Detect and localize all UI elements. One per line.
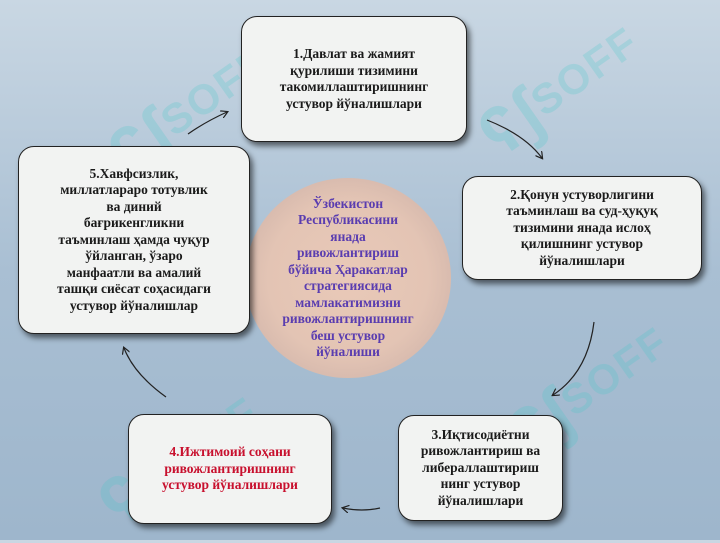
priority-box-2: 2.Қонун устуворлигини таъминлаш ва суд-ҳ… bbox=[462, 176, 702, 280]
arrow-1-to-2 bbox=[486, 119, 542, 158]
priority-box-4: 4.Ижтимоий соҳани ривожлантиришнинг усту… bbox=[128, 414, 332, 524]
center-title: Ўзбекистон Республикасини янада ривожлан… bbox=[282, 195, 414, 360]
center-circle: Ўзбекистон Республикасини янада ривожлан… bbox=[245, 178, 451, 378]
arrow-5-to-1 bbox=[187, 112, 227, 135]
priority-label-5: 5.Хавфсизлик, миллатлараро тотувлик ва д… bbox=[57, 165, 211, 313]
arrow-3-to-4 bbox=[343, 508, 381, 510]
priority-label-3: 3.Иқтисодиётни ривожлантириш ва либералл… bbox=[420, 426, 541, 508]
arrow-2-to-3 bbox=[553, 321, 595, 395]
priority-label-2: 2.Қонун устуворлигини таъминлаш ва суд-ҳ… bbox=[506, 186, 658, 268]
priority-box-5: 5.Хавфсизлик, миллатлараро тотувлик ва д… bbox=[18, 146, 250, 334]
priority-box-1: 1.Давлат ва жамият қурилиши тизимини так… bbox=[241, 16, 467, 142]
priority-box-3: 3.Иқтисодиётни ривожлантириш ва либералл… bbox=[398, 415, 563, 521]
arrow-4-to-5 bbox=[124, 348, 167, 398]
priority-label-4: 4.Ижтимоий соҳани ривожлантиришнинг усту… bbox=[162, 444, 298, 493]
priority-label-1: 1.Давлат ва жамият қурилиши тизимини так… bbox=[279, 46, 429, 111]
